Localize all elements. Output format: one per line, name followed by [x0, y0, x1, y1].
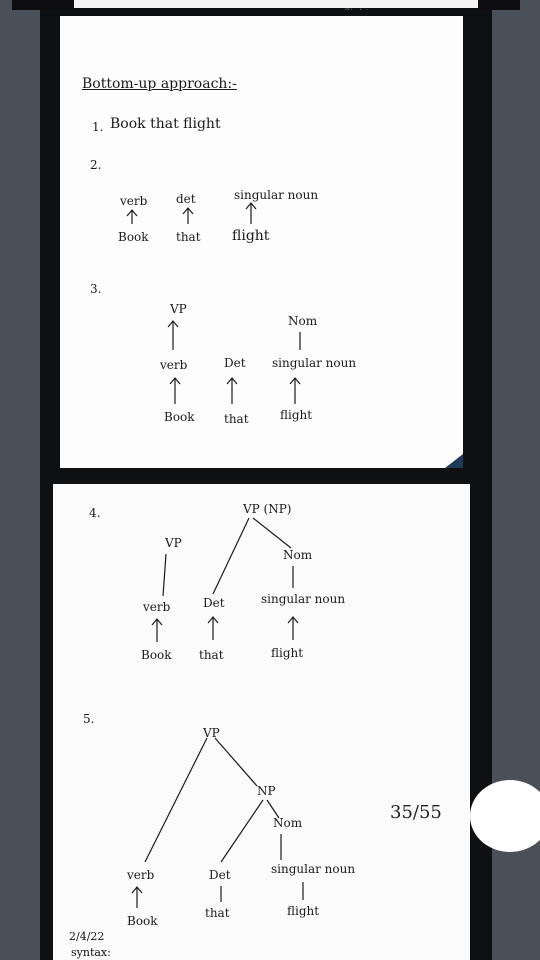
- top-strip: [12, 0, 520, 10]
- tree-node: NP: [257, 784, 276, 798]
- pos-label: Det: [224, 356, 246, 370]
- pos-label: verb: [143, 600, 171, 614]
- tree-node: VP: [170, 302, 187, 316]
- pos-label: verb: [160, 358, 188, 372]
- step-number: 4.: [89, 506, 101, 520]
- previous-page-edge: [74, 0, 478, 8]
- word: flight: [232, 228, 270, 244]
- notes-page-1: Bottom-up approach:- 1. Book that flight…: [60, 16, 463, 468]
- tree-lines: [131, 517, 304, 908]
- pos-label: Det: [209, 868, 231, 882]
- footer-date: 2/4/22: [69, 930, 105, 943]
- word: that: [199, 648, 224, 662]
- step-number: 5.: [83, 712, 95, 726]
- footer-note: syntax:: [71, 946, 111, 959]
- notes-page-2: 4. VP (NP) VP Nom verb Det singular noun…: [53, 484, 470, 960]
- page-corner: [445, 454, 463, 468]
- pos-label: Det: [203, 596, 225, 610]
- tree-node: VP: [165, 536, 182, 550]
- scroll-handle[interactable]: [470, 780, 540, 852]
- section-heading: Bottom-up approach:-: [82, 76, 237, 92]
- word: Book: [164, 410, 195, 424]
- tree-node: VP: [203, 726, 220, 740]
- tree-node: Nom: [288, 314, 318, 328]
- word: Book: [141, 648, 172, 662]
- pos-label: singular noun: [234, 188, 319, 202]
- tree-node: Nom: [273, 816, 303, 830]
- tree-node: VP (NP): [243, 502, 292, 516]
- pos-label: singular noun: [261, 592, 346, 606]
- pos-label: verb: [127, 868, 155, 882]
- word: Book: [118, 230, 149, 244]
- step-number: 1.: [92, 120, 104, 134]
- tree-lines: [126, 202, 301, 404]
- word: flight: [271, 646, 304, 660]
- pos-label: singular noun: [272, 356, 357, 370]
- word: flight: [280, 408, 313, 422]
- word: that: [176, 230, 201, 244]
- page-counter: 35/55: [390, 802, 442, 823]
- word: Book: [127, 914, 158, 928]
- pos-label: verb: [120, 194, 148, 208]
- word: that: [205, 906, 230, 920]
- pos-label: det: [176, 192, 196, 206]
- word: flight: [287, 904, 320, 918]
- word: that: [224, 412, 249, 426]
- pos-label: singular noun: [271, 862, 356, 876]
- step-number: 2.: [90, 158, 102, 172]
- step-number: 3.: [90, 282, 102, 296]
- sentence-text: Book that flight: [110, 116, 221, 132]
- tree-node: Nom: [283, 548, 313, 562]
